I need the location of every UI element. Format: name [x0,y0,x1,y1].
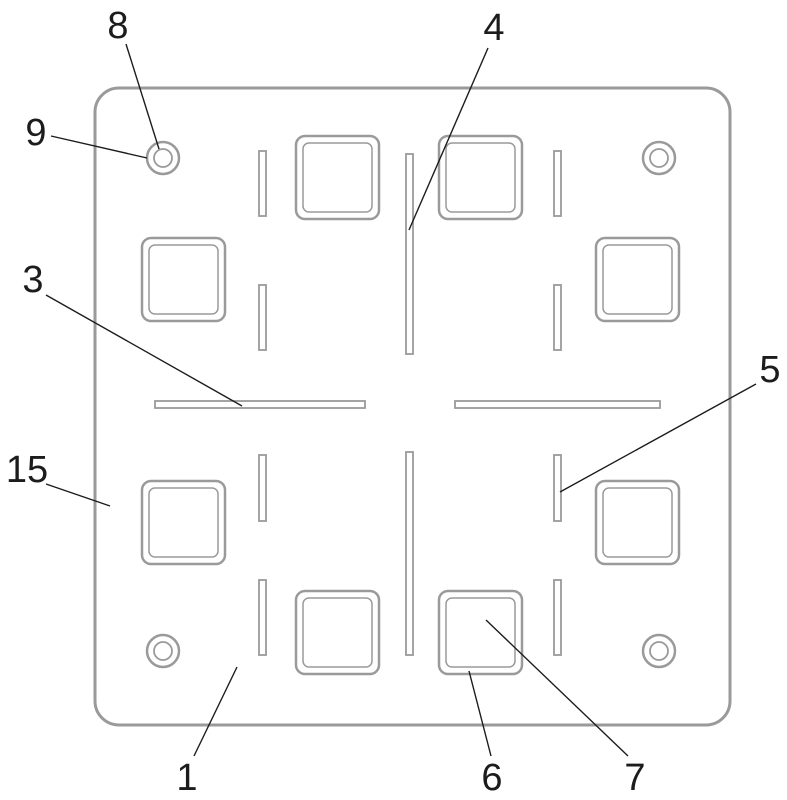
slot-left-2 [258,284,267,351]
corner-hole-bottom-left [145,633,181,669]
leader-line-6 [468,670,492,757]
pad-outer-square [294,134,381,221]
pad-inner-square [148,244,219,315]
label-1: 1 [176,757,197,799]
slot-left-3 [258,454,267,522]
leader-line-8 [125,43,160,150]
slot-left-1 [258,150,267,217]
leader-line-1 [193,666,238,757]
corner-hole-inner-circle [649,148,669,168]
corner-hole-outer-circle [145,633,181,669]
slot-center-top [405,153,414,355]
label-3: 3 [22,259,43,301]
pad-top-left [294,134,381,221]
corner-hole-outer-circle [145,140,181,176]
label-5: 5 [759,349,780,391]
pad-outer-square [140,236,227,323]
slot-horizontal-left [154,400,366,409]
pad-left-lower [140,479,227,566]
pad-bottom-left [294,589,381,676]
label-6: 6 [481,757,502,799]
label-7: 7 [624,757,645,799]
label-8: 8 [107,5,128,47]
pad-outer-square [294,589,381,676]
leader-line-15 [45,483,111,507]
pad-inner-square [148,487,219,558]
pad-inner-square [302,597,373,668]
corner-hole-outer-circle [641,633,677,669]
label-9: 9 [25,112,46,154]
pad-outer-square [594,479,681,566]
pad-top-right [437,134,524,221]
corner-hole-outer-circle [641,140,677,176]
slot-right-1 [553,150,562,217]
leader-line-3 [45,294,243,407]
leader-line-7 [485,619,629,757]
pad-inner-square [602,244,673,315]
slot-right-4 [553,579,562,656]
pad-inner-square [302,142,373,213]
pad-outer-square [140,479,227,566]
slot-left-4 [258,579,267,656]
corner-hole-top-left [145,140,181,176]
base-plate-outline [93,86,732,727]
corner-hole-bottom-right [641,633,677,669]
label-15: 15 [6,449,48,491]
corner-hole-inner-circle [649,641,669,661]
pad-bottom-right [437,589,524,676]
pad-outer-square [437,134,524,221]
slot-right-2 [553,284,562,351]
pad-inner-square [602,487,673,558]
label-4: 4 [483,7,504,49]
slot-horizontal-right [454,400,661,409]
corner-hole-inner-circle [153,641,173,661]
leader-line-9 [50,135,148,159]
corner-hole-top-right [641,140,677,176]
slot-center-bottom [405,451,414,656]
pad-left-upper [140,236,227,323]
pad-outer-square [594,236,681,323]
pad-inner-square [445,142,516,213]
leader-line-5 [559,383,757,493]
corner-hole-inner-circle [153,148,173,168]
pad-right-lower [594,479,681,566]
pad-outer-square [437,589,524,676]
pad-right-upper [594,236,681,323]
slot-right-3 [553,454,562,522]
pad-inner-square [445,597,516,668]
leader-line-4 [408,47,489,231]
